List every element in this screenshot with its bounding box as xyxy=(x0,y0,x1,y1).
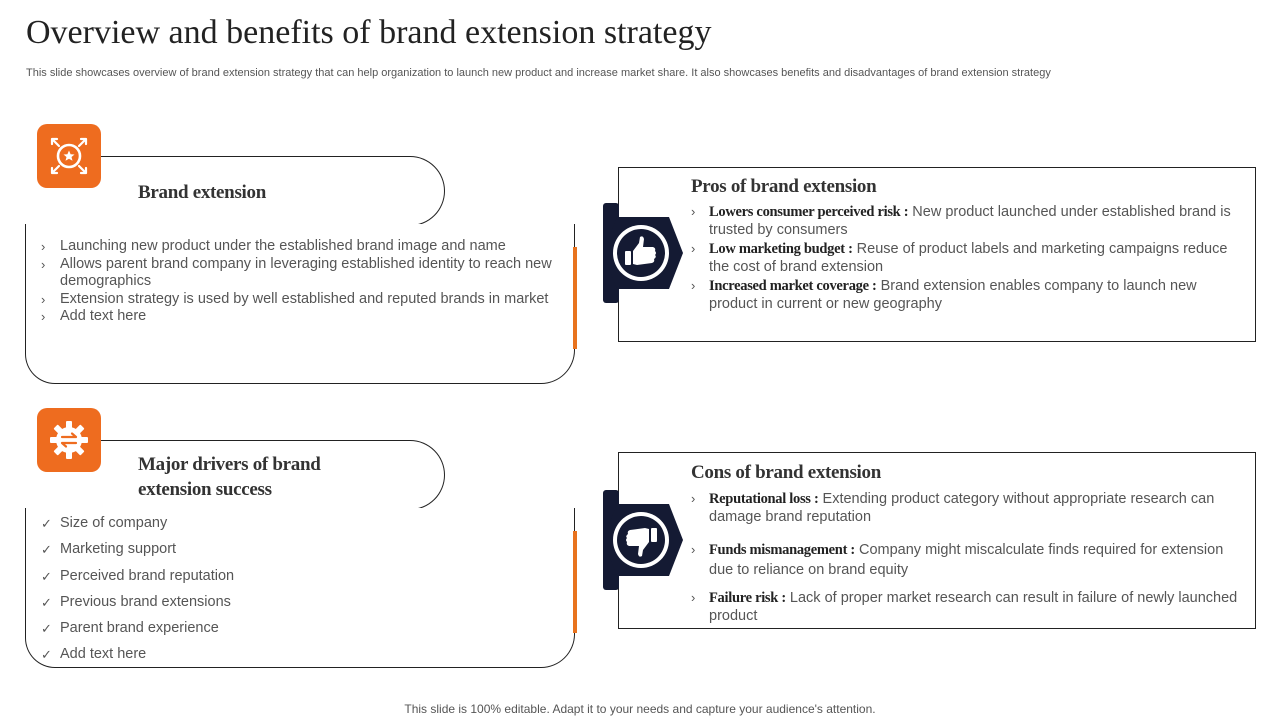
cons-heading: Cons of brand extension xyxy=(691,462,881,483)
list-item: ✓Parent brand experience xyxy=(41,620,219,637)
footer-note: This slide is 100% editable. Adapt it to… xyxy=(404,702,876,716)
drivers-heading: Major drivers of brand extension success xyxy=(138,454,321,500)
list-item: ›Lowers consumer perceived risk : New pr… xyxy=(691,204,1231,238)
check-icon: ✓ xyxy=(41,594,52,610)
arrow-bullet-icon: › xyxy=(41,239,46,254)
brand-extension-header: Brand extension xyxy=(70,156,445,226)
cons-list: ›Reputational loss : Extending product c… xyxy=(691,490,1243,625)
accent-bar xyxy=(573,531,577,633)
page-title: Overview and benefits of brand extension… xyxy=(26,14,712,51)
list-item: ✓Perceived brand reputation xyxy=(41,567,235,584)
page-subtitle: This slide showcases overview of brand e… xyxy=(26,67,1051,79)
drivers-header: Major drivers of brand extension success xyxy=(70,440,445,510)
drivers-list-box: ✓Size of company ✓Marketing support ✓Per… xyxy=(25,508,575,668)
accent-bar xyxy=(573,247,577,349)
arrow-bullet-icon: › xyxy=(691,590,696,605)
arrow-bullet-icon: › xyxy=(41,291,46,307)
arrow-bullet-icon: › xyxy=(691,491,696,506)
list-item: ›Low marketing budget : Reuse of product… xyxy=(691,241,1228,275)
list-item: ›Add text here xyxy=(41,308,147,324)
list-item: ›Failure risk : Lack of proper market re… xyxy=(691,590,1238,624)
check-icon: ✓ xyxy=(41,568,52,584)
list-item: ›Funds mismanagement : Company might mis… xyxy=(691,542,1224,578)
list-item: ✓Previous brand extensions xyxy=(41,593,231,610)
thumbs-down-icon xyxy=(617,516,665,564)
brand-extension-list: ›Launching new product under the establi… xyxy=(26,224,574,326)
gear-icon xyxy=(37,408,101,472)
list-item: ✓Marketing support xyxy=(41,541,177,558)
list-item: ✓Size of company xyxy=(41,515,168,531)
drivers-list: ✓Size of company ✓Marketing support ✓Per… xyxy=(26,508,574,664)
brand-extension-heading: Brand extension xyxy=(138,182,266,203)
pros-heading: Pros of brand extension xyxy=(691,176,877,197)
arrow-bullet-icon: › xyxy=(691,542,696,557)
list-item: ›Launching new product under the establi… xyxy=(41,238,506,254)
arrow-bullet-icon: › xyxy=(691,278,696,293)
list-item: ✓Add text here xyxy=(41,646,147,663)
cons-hexagon xyxy=(603,500,683,580)
thumbs-up-icon xyxy=(617,229,665,277)
pros-list: ›Lowers consumer perceived risk : New pr… xyxy=(691,203,1243,313)
list-item: ›Extension strategy is used by well esta… xyxy=(41,290,549,307)
arrow-bullet-icon: › xyxy=(41,309,46,324)
arrow-bullet-icon: › xyxy=(41,256,46,272)
pros-box: Pros of brand extension ›Lowers consumer… xyxy=(618,167,1256,342)
cons-box: Cons of brand extension ›Reputational lo… xyxy=(618,452,1256,629)
list-item: ›Increased market coverage : Brand exten… xyxy=(691,278,1197,312)
brand-extension-list-box: ›Launching new product under the establi… xyxy=(25,224,575,384)
list-item: ›Reputational loss : Extending product c… xyxy=(691,491,1215,525)
check-icon: ✓ xyxy=(41,542,52,558)
arrow-bullet-icon: › xyxy=(691,204,696,219)
list-item: ›Allows parent brand company in leveragi… xyxy=(41,255,552,290)
check-icon: ✓ xyxy=(41,647,52,663)
check-icon: ✓ xyxy=(41,621,52,637)
arrow-bullet-icon: › xyxy=(691,241,696,256)
check-icon: ✓ xyxy=(41,516,52,531)
star-badge-icon xyxy=(37,124,101,188)
pros-hexagon xyxy=(603,213,683,293)
